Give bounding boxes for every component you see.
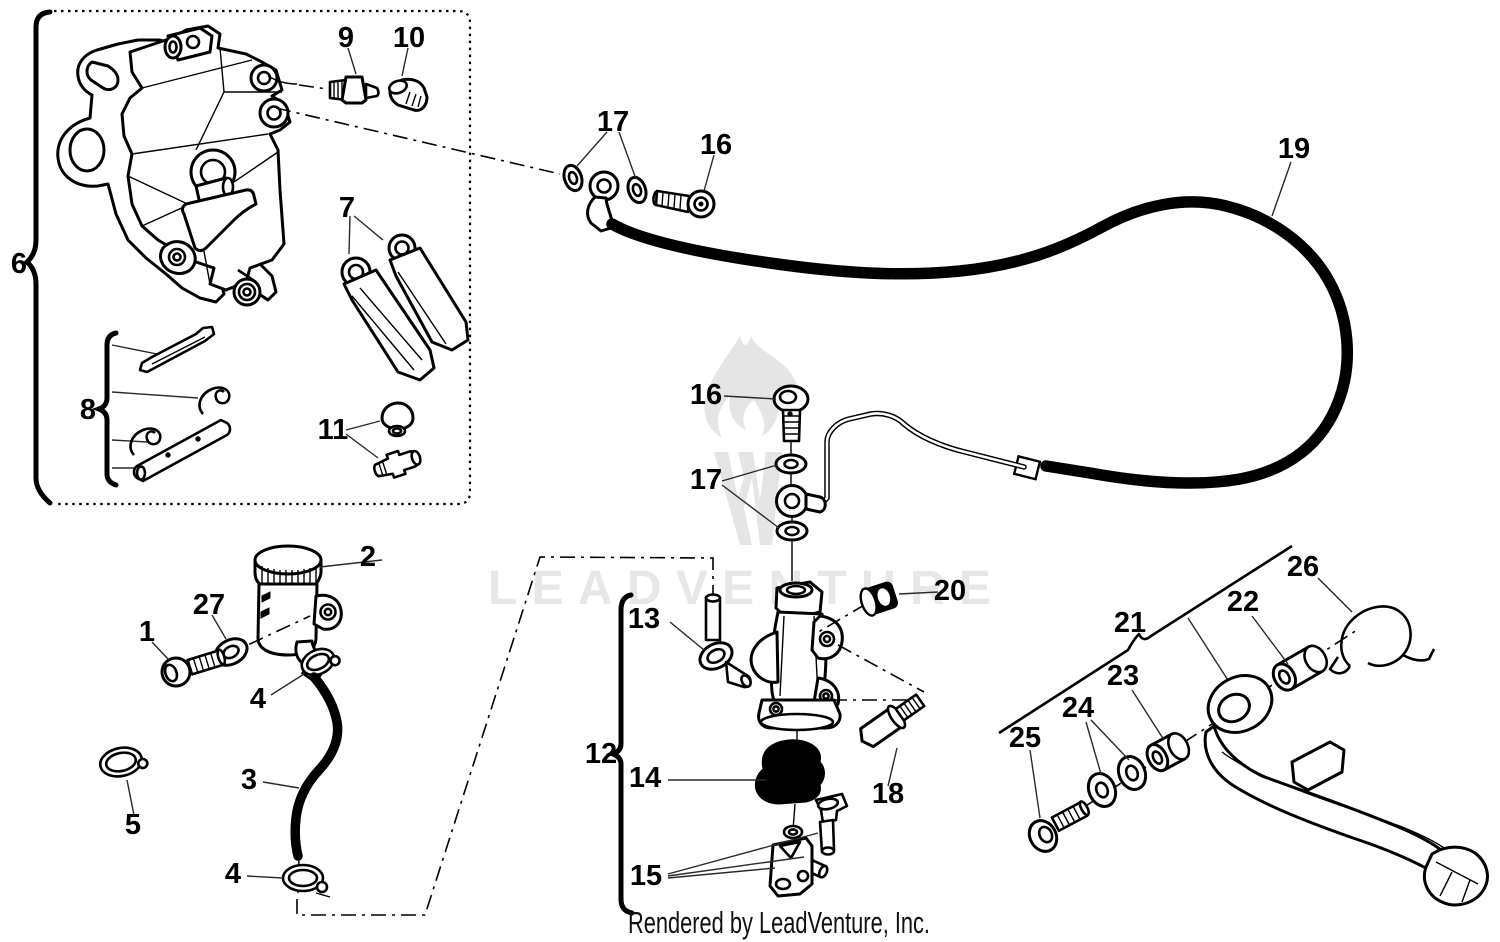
callout-21: 21 (1114, 607, 1146, 639)
outlet-bulge (749, 630, 780, 684)
fitting-9: 9 (267, 22, 380, 105)
dust-boot-14: 14 (629, 739, 825, 831)
callout-4-lower: 4 (225, 858, 241, 890)
return-spring-26 (1328, 605, 1436, 675)
hose-clamp-lower-4 (281, 863, 331, 898)
fitting-10: 10 (387, 22, 429, 112)
callout-9: 9 (338, 22, 354, 54)
group-6-brace (23, 9, 53, 506)
boot-shape (754, 739, 825, 805)
render-credit: Rendered by LeadVenture, Inc. (628, 905, 930, 940)
callout-10: 10 (393, 22, 425, 54)
carrier-slot-hole (85, 60, 120, 92)
brake-caliper (56, 24, 292, 307)
spacer-23 (1145, 732, 1191, 773)
callout-24: 24 (1062, 692, 1094, 724)
v-mark-icon (714, 452, 782, 545)
callout-6: 6 (11, 248, 27, 280)
banjo-bolt-rear (772, 384, 810, 443)
callout-14: 14 (629, 762, 661, 794)
callout-20: 20 (934, 575, 966, 607)
clevis-yoke (768, 836, 814, 898)
reservoir-group: 2 27 1 4 3 (98, 541, 383, 898)
caliper-group-box (23, 9, 472, 506)
flame-icon (704, 336, 800, 438)
callout-5: 5 (125, 809, 141, 841)
callout-11: 11 (318, 414, 349, 446)
pedal-assembly: 21 22 26 23 (998, 544, 1489, 907)
pedal-step-tab (1290, 740, 1346, 792)
grommet-20: 20 (814, 575, 966, 635)
callout-17-front: 17 (597, 106, 629, 138)
group-21-line (998, 544, 1293, 735)
bolt-1 (160, 648, 227, 688)
callout-17-rear: 17 (690, 464, 722, 496)
callout-1: 1 (139, 616, 155, 648)
hose-clamp-5 (98, 746, 149, 778)
pedal-bushing-22 (1271, 644, 1329, 692)
brake-hose-19: 19 (606, 133, 1354, 489)
washers-24 (1086, 755, 1148, 808)
callout-13: 13 (628, 603, 660, 635)
master-cylinder-pipe (815, 410, 1027, 511)
pad-spring (138, 325, 216, 374)
callout-27: 27 (193, 589, 225, 621)
brake-hose-path (606, 196, 1354, 489)
banjo-bolt-front (652, 189, 716, 219)
callout-25: 25 (1009, 722, 1041, 754)
retaining-clip-1 (198, 386, 231, 415)
watermark: LEADVENTURE (488, 336, 1003, 615)
reservoir-2 (253, 544, 343, 684)
inlet-fitting-13: 13 (628, 593, 752, 689)
pad-hardware-kit: 8 (80, 325, 232, 488)
clevis-roller (803, 857, 829, 879)
callout-19: 19 (1278, 133, 1310, 165)
callout-12: 12 (585, 738, 617, 770)
brake-pads: 7 (339, 192, 470, 382)
caliper-slot (180, 188, 258, 252)
callout-18: 18 (872, 778, 904, 810)
brake-pedal (1203, 674, 1489, 907)
reservoir-hose-3 (290, 672, 343, 861)
callout-23: 23 (1107, 660, 1139, 692)
watermark-text: LEADVENTURE (488, 562, 1003, 615)
callout-7: 7 (339, 192, 355, 224)
pivot-bolt-25 (1027, 800, 1091, 853)
carrier-axle-hole (68, 127, 106, 173)
mounting-bolt-18: 18 (832, 644, 926, 810)
bleeder-screw (373, 449, 422, 479)
master-cylinder (749, 580, 844, 744)
front-banjo-group: 17 16 (275, 106, 732, 233)
callout-3: 3 (241, 764, 257, 796)
group-8-brace (91, 330, 119, 488)
pedal-toe-pad (1422, 845, 1489, 907)
hose-clamp-upper-4 (300, 647, 341, 677)
callout-26: 26 (1287, 551, 1319, 583)
caliper-top-bolt (185, 34, 201, 50)
callout-22: 22 (1227, 586, 1259, 618)
retaining-clip-2 (129, 427, 162, 456)
callout-2: 2 (360, 541, 376, 573)
callout-8: 8 (80, 394, 96, 426)
pad-pin (132, 418, 232, 483)
clevis-15: 15 (630, 792, 849, 898)
bleeder-parts: 11 (318, 401, 422, 479)
clevis-pin (814, 792, 849, 856)
master-cylinder-group: 12 (585, 592, 635, 916)
callout-4-upper: 4 (250, 683, 266, 715)
callout-16-front: 16 (700, 129, 732, 161)
rear-banjo-group: 16 17 (690, 379, 827, 581)
callout-16-rear: 16 (690, 379, 722, 411)
callout-15: 15 (630, 860, 662, 892)
routing-outline (296, 556, 714, 916)
group-12-brace (605, 592, 635, 916)
